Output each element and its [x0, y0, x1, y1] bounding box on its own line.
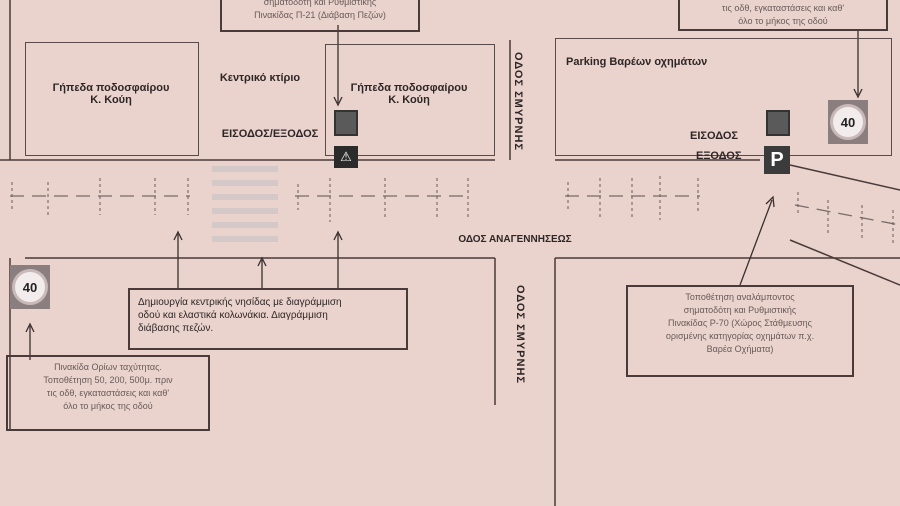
note-line: Τοποθέτηση 50, 200, 500μ. πριν [43, 375, 173, 385]
arrows [25, 25, 863, 360]
exit-label: ΕΞΟΔΟΣ [696, 150, 742, 162]
speed-limit-value: 40 [830, 104, 866, 140]
entrance-exit-label: ΕΙΣΟΔΟΣ/ΕΞΟΔΟΣ [221, 128, 319, 140]
entrance-label: ΕΙΣΟΔΟΣ [690, 130, 739, 142]
football-field-right-label: Γήπεδα ποδοσφαίρου Κ. Κούη [325, 82, 493, 106]
note-line: όλο το μήκος της οδού [738, 16, 828, 26]
note-line: Πινακίδας Π-21 (Διάβαση Πεζών) [254, 10, 386, 20]
parking-label: Parking Βαρέων οχημάτων [566, 56, 708, 68]
heavy-vehicle-parking-area [555, 38, 892, 156]
speed-limit-value: 40 [12, 269, 48, 305]
note-top-right: τις οδθ, εγκαταστάσεις και καθ' όλο το μ… [678, 0, 888, 31]
label-line: Κ. Κούη [388, 94, 430, 106]
speed-limit-sign-icon: 40 [10, 265, 50, 309]
anagenniseos-street-label: ΟΔΟΣ ΑΝΑΓΕΝΝΗΣΕΩΣ [458, 234, 572, 245]
label-line: Γήπεδα ποδοσφαίρου [350, 82, 468, 94]
note-line: σηματοδότη και Ρυθμιστικής [683, 305, 797, 315]
note-line: σηματοδότη και Ρυθμιστικής [263, 0, 377, 7]
note-line: διάβασης πεζών. [138, 323, 214, 334]
note-line: Δημιουργία κεντρικής νησίδας με διαγράμμ… [138, 297, 342, 308]
note-line: ορισμένης κατηγορίας οχημάτων π.χ. [665, 331, 815, 341]
flashing-light-icon [766, 110, 790, 136]
note-line: Πινακίδας Ρ-70 (Χώρος Στάθμευσης [667, 318, 813, 328]
note-line: Τοποθέτηση αναλάμποντος [685, 292, 795, 302]
smyrnis-street-label-bottom: ΟΔΟΣ ΣΜΥΡΝΗΣ [514, 285, 526, 385]
football-field-left [25, 42, 199, 156]
note-line: Βαρέα Οχήματα) [706, 344, 774, 354]
football-field-right [325, 44, 495, 156]
note-speed-limit: Πινακίδα Ορίων ταχύτητας. Τοποθέτηση 50,… [6, 355, 210, 431]
note-parking-sign: Τοποθέτηση αναλάμποντος σηματοδότη και Ρ… [626, 285, 854, 377]
traffic-light-icon [334, 110, 358, 136]
note-line: οδού και ελαστικά κολωνάκια. Διαγράμμιση [138, 310, 328, 321]
note-line: τις οδθ, εγκαταστάσεις και καθ' [721, 3, 845, 13]
main-building-label: Κεντρικό κτίριο [219, 72, 301, 84]
note-line: Πινακίδα Ορίων ταχύτητας. [54, 362, 162, 372]
note-central-island: Δημιουργία κεντρικής νησίδας με διαγράμμ… [128, 288, 408, 350]
label-line: Γήπεδα ποδοσφαίρου [52, 82, 170, 94]
note-pedestrian-sign: σηματοδότη και Ρυθμιστικής Πινακίδας Π-2… [220, 0, 420, 32]
note-line: όλο το μήκος της οδού [63, 401, 153, 411]
crosswalk [212, 166, 278, 242]
pedestrian-crossing-sign-icon: ⚠ [334, 146, 358, 168]
speed-limit-sign-icon: 40 [828, 100, 868, 144]
smyrnis-street-label-top: ΟΔΟΣ ΣΜΥΡΝΗΣ [512, 52, 524, 152]
parking-sign-icon: P [764, 146, 790, 174]
note-line: τις οδθ, εγκαταστάσεις και καθ' [46, 388, 170, 398]
label-line: Κ. Κούη [90, 94, 132, 106]
football-field-left-label: Γήπεδα ποδοσφαίρου Κ. Κούη [25, 82, 197, 106]
